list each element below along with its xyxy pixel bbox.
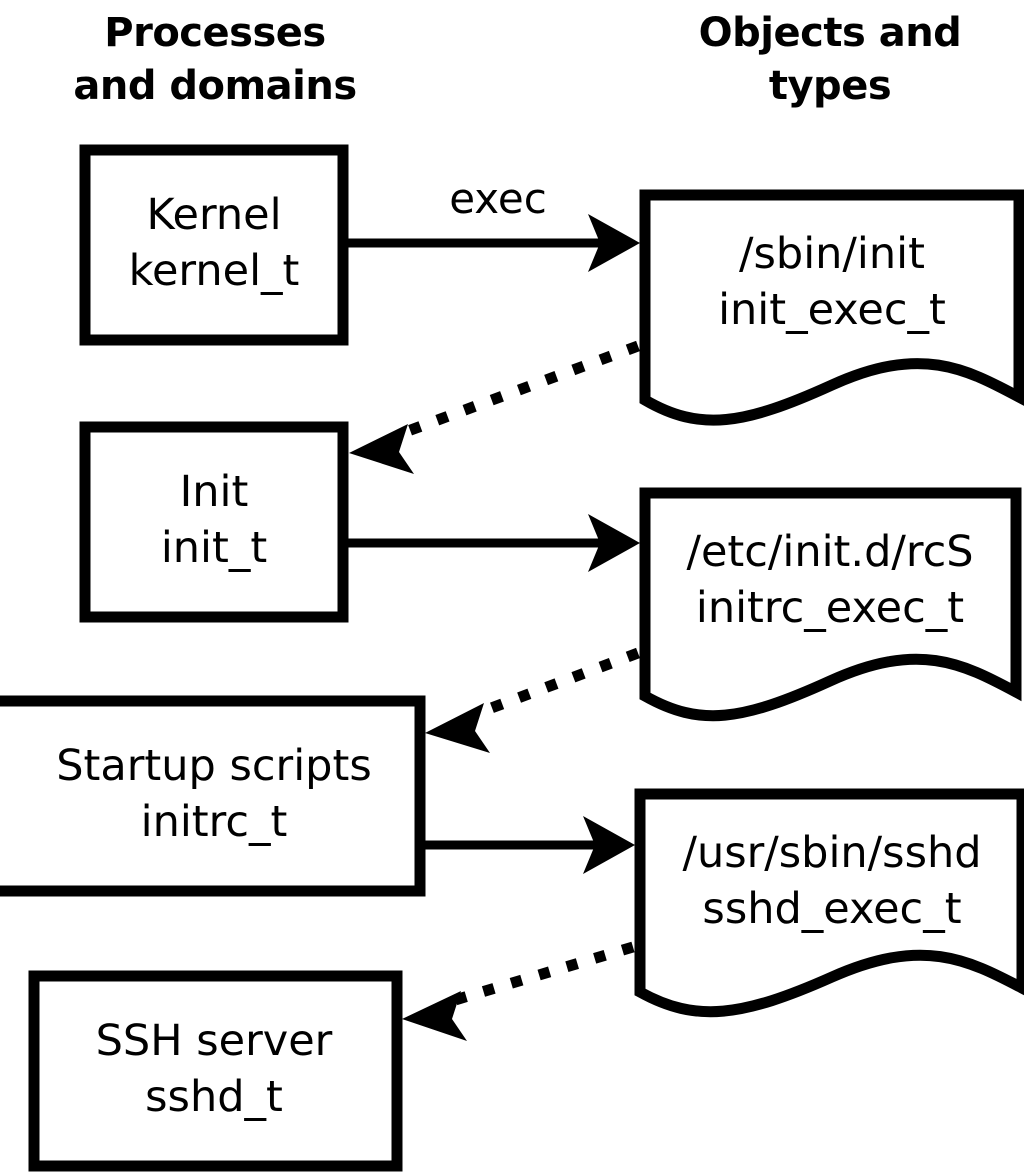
edge-label-exec: exec [449,174,547,223]
node-init-box[interactable] [79,421,349,623]
node-sshd-exec-label-line1: /usr/sbin/sshd [682,828,981,878]
node-initrc[interactable]: Startup scripts initrc_t [0,695,426,897]
node-initrc-exec[interactable]: /etc/init.d/rcS initrc_exec_t [639,487,1022,722]
node-init[interactable]: Init init_t [79,421,349,623]
node-kernel-label-line1: Kernel [146,190,281,240]
node-init-exec-document-shape[interactable] [639,189,1024,426]
edge-initrc-exec-sshd-arrowhead [583,816,635,874]
column-header-objects-line1: Objects and [699,10,962,56]
node-initrc-exec-label-line1: /etc/init.d/rcS [686,527,973,577]
node-sshd[interactable]: SSH server sshd_t [28,970,403,1172]
node-initrc-exec-label-line2: initrc_exec_t [696,583,964,633]
node-sshd-box[interactable] [28,970,403,1172]
edge-init-exec-rcs-arrowhead [588,514,640,572]
edge-init-exec-rcs [348,514,640,572]
node-initrc-label-line1: Startup scripts [56,741,372,791]
edge-initrc-exec-sshd [425,816,635,874]
node-initrc-box[interactable] [0,695,426,897]
node-sshd-exec[interactable]: /usr/sbin/sshd sshd_exec_t [634,788,1024,1018]
column-header-processes-line2: and domains [73,63,356,109]
node-sshd-exec-document-shape[interactable] [634,788,1024,1018]
node-sshd-label-line2: sshd_t [145,1072,283,1122]
node-sshd-exec-label-line2: sshd_exec_t [702,884,961,934]
edge-initexec-to-init-arrowhead [349,424,414,474]
edge-kernel-exec-init-arrowhead [588,214,640,272]
edge-rcs-to-initrc-line [476,647,640,719]
column-header-processes-line1: Processes [104,10,325,56]
node-init-exec-label-line2: init_exec_t [718,285,946,335]
node-init-label-line1: Init [180,467,249,517]
node-kernel-box[interactable] [79,144,349,346]
column-header-objects-line2: types [769,63,891,109]
edge-kernel-exec-init: exec [348,174,640,272]
column-header-processes: Processes and domains [73,10,357,109]
edge-sshdexec-to-sshd-arrowhead [402,991,467,1041]
column-header-objects: Objects and types [699,10,962,109]
node-kernel-label-line2: kernel_t [129,246,300,296]
edge-sshdexec-to-sshd-line [453,941,635,1006]
edge-rcs-to-initrc-arrowhead [425,703,490,753]
node-kernel[interactable]: Kernel kernel_t [79,144,349,346]
edge-rcs-to-initrc [425,647,640,753]
edge-initexec-to-init [349,340,640,474]
edge-initexec-to-init-line [398,340,640,440]
node-init-exec[interactable]: /sbin/init init_exec_t [639,189,1024,426]
node-init-label-line2: init_t [161,523,267,573]
node-initrc-label-line2: initrc_t [141,797,288,847]
node-initrc-exec-document-shape[interactable] [639,487,1022,722]
edge-sshdexec-to-sshd [402,941,635,1041]
node-sshd-label-line1: SSH server [96,1016,333,1066]
node-init-exec-label-line1: /sbin/init [739,229,925,279]
